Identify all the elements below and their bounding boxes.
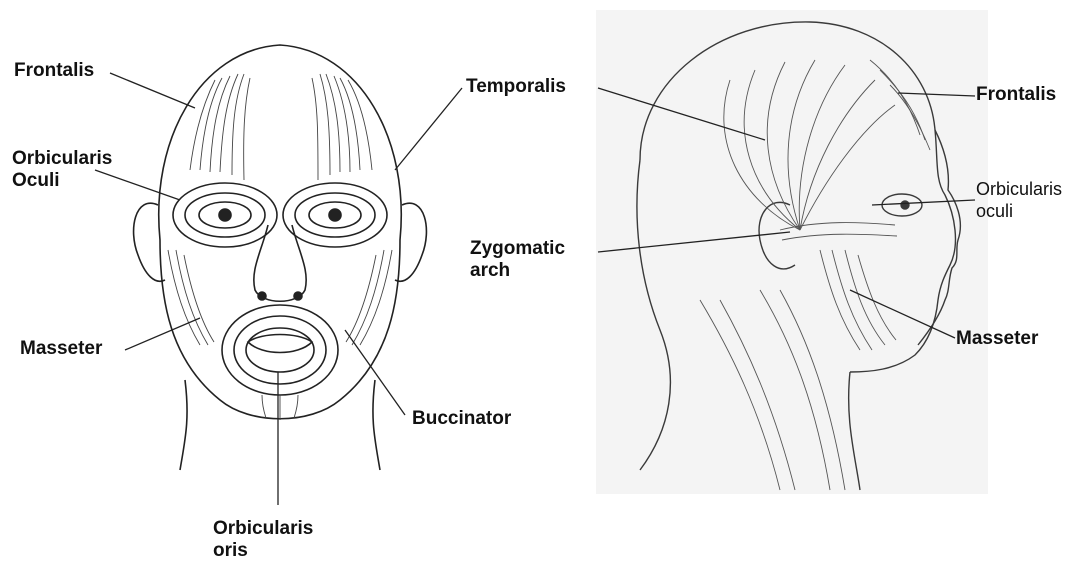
label-front-orbicularis-oculi: Orbicularis Oculi <box>12 148 112 192</box>
leader-front-frontalis <box>110 73 195 108</box>
label-front-masseter: Masseter <box>20 338 102 360</box>
label-front-oris-line2: oris <box>213 540 313 562</box>
label-front-buccinator-text: Buccinator <box>412 408 511 430</box>
label-front-frontalis: Frontalis <box>14 60 94 82</box>
label-front-oculi-line1: Orbicularis <box>12 148 112 170</box>
label-side-masseter: Masseter <box>956 328 1038 350</box>
leader-side-masseter <box>850 290 955 338</box>
leader-side-temporalis <box>598 88 765 140</box>
leader-side-oculi <box>872 200 975 205</box>
label-side-zygomatic-line2: arch <box>470 260 565 282</box>
label-front-oculi-line2: Oculi <box>12 170 112 192</box>
label-front-masseter-text: Masseter <box>20 338 102 360</box>
label-side-masseter-text: Masseter <box>956 328 1038 350</box>
leader-front-buccinator <box>345 330 405 415</box>
label-side-temporalis-text: Temporalis <box>466 76 566 98</box>
leader-side-zygomatic <box>598 232 790 252</box>
label-side-zygomatic-line1: Zygomatic <box>470 238 565 260</box>
label-side-zygomatic-arch: Zygomatic arch <box>470 238 565 282</box>
label-front-buccinator: Buccinator <box>412 408 511 430</box>
label-front-frontalis-text: Frontalis <box>14 60 94 82</box>
label-side-frontalis-text: Frontalis <box>976 84 1056 106</box>
label-front-orbicularis-oris: Orbicularis oris <box>213 518 313 562</box>
label-side-oculi-line1: Orbicularis <box>976 178 1062 200</box>
label-side-temporalis: Temporalis <box>466 76 566 98</box>
label-side-orbicularis-oculi: Orbicularis oculi <box>976 178 1062 222</box>
label-side-oculi-line2: oculi <box>976 200 1062 222</box>
label-side-frontalis: Frontalis <box>976 84 1056 106</box>
label-front-oris-line1: Orbicularis <box>213 518 313 540</box>
leader-side-frontalis <box>898 93 975 96</box>
leader-front-masseter <box>125 318 200 350</box>
leader-front-temporal <box>395 88 462 170</box>
